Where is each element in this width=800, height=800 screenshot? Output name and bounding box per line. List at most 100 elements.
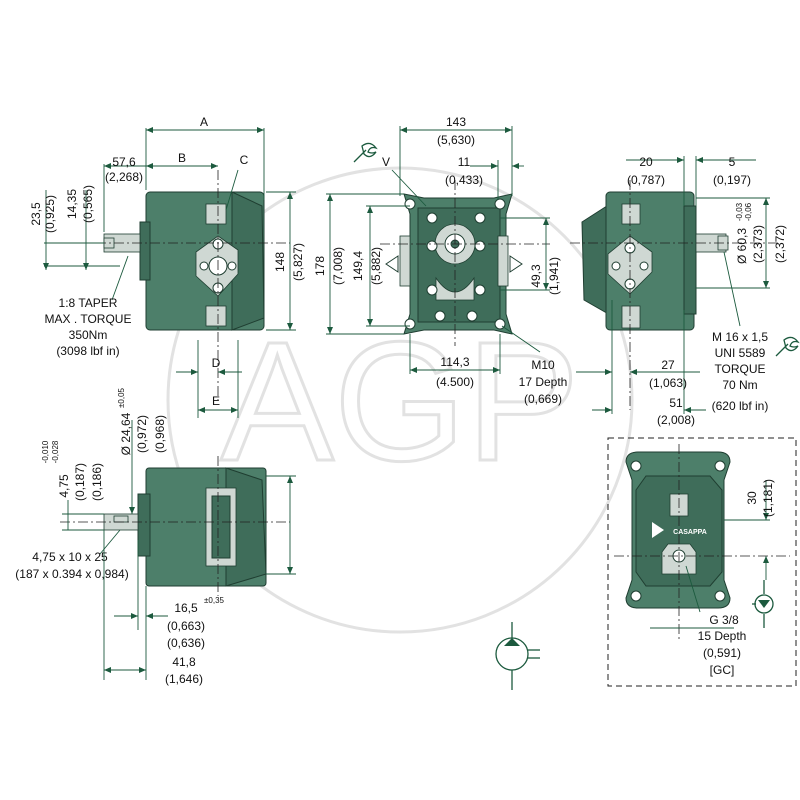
inlet-arrow-icon xyxy=(385,255,399,273)
key-tol-lower: -0,028 xyxy=(51,440,60,463)
keyed-shaft-view: -0,010 -0,028 4,75 (0,187) (0,186) ±0,05… xyxy=(15,387,296,686)
nut-note-line2: UNI 5589 xyxy=(715,346,766,360)
key-note-line1: 4,75 x 10 x 25 xyxy=(32,550,108,564)
len-165-in-a: (0,663) xyxy=(167,619,205,633)
code-gc: [GC] xyxy=(710,663,735,677)
height-148: 148 xyxy=(273,252,287,272)
width-143-in: (5,630) xyxy=(437,133,475,147)
nut-note-line5: (620 lbf in) xyxy=(712,399,769,413)
len-418-in: (1,646) xyxy=(165,672,203,686)
front-view-bolt xyxy=(426,212,438,224)
check-valve-icon xyxy=(752,580,774,628)
len-165-tol: ±0,35 xyxy=(204,596,225,605)
side-view-bolt-hole xyxy=(199,261,209,271)
dim-b-label: B xyxy=(178,151,186,165)
casappa-logo-icon xyxy=(652,522,664,538)
h-1435: 14,35 xyxy=(65,189,79,219)
nut-note-line4: 70 Nm xyxy=(722,378,757,392)
thread-m10: M10 xyxy=(531,358,555,372)
dim-e-label: E xyxy=(212,394,220,408)
key-tol-upper: -0,010 xyxy=(41,440,50,463)
dia-603-in-a: (2,373) xyxy=(751,225,765,263)
port-detail-mount-hole xyxy=(714,590,726,602)
len-20: 20 xyxy=(639,155,653,169)
w-1143-in: (4.500) xyxy=(436,375,474,389)
thread-depth-in: (0,669) xyxy=(524,392,562,406)
side-view-rear-cover xyxy=(231,191,265,331)
h-235-in: (0,925) xyxy=(43,195,57,233)
side-view-port-bottom xyxy=(205,305,227,327)
key-note-line2: (187 x 0.394 x 0,984) xyxy=(15,567,128,581)
off-11: 11 xyxy=(458,155,471,169)
shaft-dia: Ø 24,64 xyxy=(119,412,133,455)
h-178: 178 xyxy=(313,256,327,276)
len-5-in: (0,197) xyxy=(713,173,751,187)
side-view-flange xyxy=(139,221,151,281)
front-view-mount-hole xyxy=(404,318,416,330)
taper-note-line2: MAX . TORQUE xyxy=(45,312,132,326)
taper-note-line3: 350Nm xyxy=(69,328,108,342)
rear-view-bolt-hole xyxy=(639,261,649,271)
front-view-bolt xyxy=(474,284,486,296)
key-h: 4,75 xyxy=(57,474,71,498)
watermark: AGP xyxy=(166,166,634,634)
len-576: 57,6 xyxy=(112,155,136,169)
front-view-mount-hole xyxy=(404,198,416,210)
rear-view-flange xyxy=(683,205,697,315)
dim-d-label: D xyxy=(212,356,221,370)
side-view-bolt-hole xyxy=(227,261,237,271)
rear-view: 20 (0,787) 5 (0,197) -0,03 -0,06 Ø 60,3 … xyxy=(570,155,800,427)
dia-tol-upper: -0,03 xyxy=(735,202,744,221)
shaft-dia-in-a: (0,972) xyxy=(135,415,149,453)
len-27-in: (1,063) xyxy=(649,376,687,390)
dia-603-in-b: (2,372) xyxy=(773,225,787,263)
thread-depth: 15 Depth xyxy=(698,629,747,643)
port-detail-frame xyxy=(607,437,797,687)
h-178-in: (7,008) xyxy=(331,247,345,285)
shaft-dia-in-b: (0,968) xyxy=(153,415,167,453)
len-5: 5 xyxy=(729,155,736,169)
outlet-arrow-icon xyxy=(509,255,523,273)
len-51: 51 xyxy=(669,396,683,410)
width-143: 143 xyxy=(446,115,466,129)
wrench-icon xyxy=(353,142,378,163)
len-51-in: (2,008) xyxy=(657,413,695,427)
len-165: 16,5 xyxy=(174,601,198,615)
rear-view-port-bottom xyxy=(621,305,641,329)
height-148-in: (5,827) xyxy=(291,243,305,281)
h-1494-in: (5,882) xyxy=(369,247,383,285)
nut-note-line1: M 16 x 1,5 xyxy=(712,330,768,344)
len-418: 41,8 xyxy=(172,655,196,669)
dim-c-label: C xyxy=(240,153,249,167)
taper-note-line4: (3098 lbf in) xyxy=(56,344,119,358)
front-view-side-port-left xyxy=(399,235,411,287)
front-view-bolt xyxy=(426,240,438,252)
port-detail-mount-hole xyxy=(630,460,642,472)
h-235: 23,5 xyxy=(29,202,43,226)
thread-depth-in: (0,591) xyxy=(703,646,741,660)
key-h-in-a: (0,187) xyxy=(73,463,87,501)
port-detail: CASAPPA 30 (1,181) G 3/8 15 Depth (0,591… xyxy=(607,437,797,687)
len-165-in-b: (0,636) xyxy=(167,636,205,650)
port-detail-mount-hole xyxy=(714,460,726,472)
front-view: 143 (5,630) 11 (0,433) V 178 (7,008) 149… xyxy=(313,115,567,406)
dim-30: 30 xyxy=(745,491,759,505)
off-11-in: (0,433) xyxy=(445,173,483,187)
pump-symbol-icon xyxy=(495,622,540,690)
dia-tol-lower: -0,06 xyxy=(744,202,753,221)
dia-603: Ø 60,3 xyxy=(735,228,749,264)
keyed-view-port xyxy=(211,495,231,559)
thread-depth: 17 Depth xyxy=(519,375,568,389)
len-20-in: (0,787) xyxy=(627,173,665,187)
rear-view-bolt-hole xyxy=(611,261,621,271)
watermark-text: AGP xyxy=(220,307,579,497)
rear-view-port-top xyxy=(621,203,641,225)
shaft-tol: ±0,05 xyxy=(117,387,126,408)
len-27: 27 xyxy=(661,358,675,372)
dim-30-in: (1,181) xyxy=(761,479,775,517)
len-576-in: (2,268) xyxy=(105,170,143,184)
h-493-in: (1,941) xyxy=(547,257,561,295)
taper-note-line1: 1:8 TAPER xyxy=(59,296,118,310)
side-view: A B C 57,6 (2,268) 23,5 (0,925) 14,35 (0… xyxy=(29,115,305,418)
